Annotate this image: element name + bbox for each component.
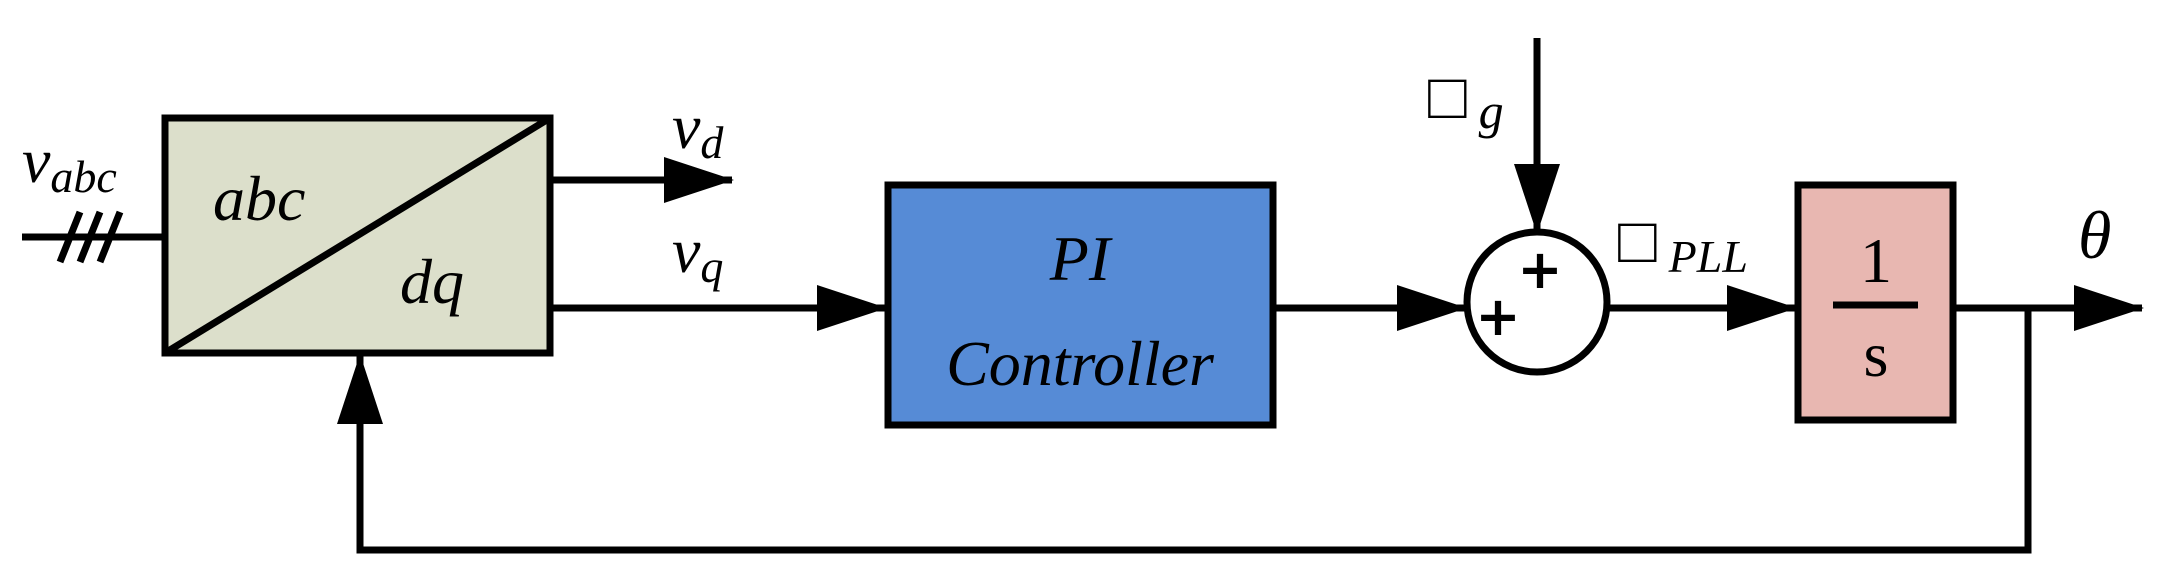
summer-sign-left: + <box>1475 285 1520 348</box>
pi-block-line1: PI <box>1049 223 1113 294</box>
pi-block-line2: Controller <box>946 328 1215 399</box>
integrator-denominator: s <box>1864 319 1889 390</box>
summer-sign-top: + <box>1517 238 1562 301</box>
feedback-path <box>337 308 2032 554</box>
omega-pll-label: □PLL <box>1618 205 1748 282</box>
summing-junction: + + <box>1463 228 1611 376</box>
input-label: vabc <box>22 125 117 202</box>
integrator-block: 1 s <box>1794 181 1957 424</box>
vq-label: vq <box>672 215 723 292</box>
transform-bottom-text: dq <box>400 246 464 317</box>
input-signal <box>22 210 165 264</box>
abc-dq-transform-block: abc dq <box>161 114 554 357</box>
omega-g-label: □g <box>1428 61 1504 139</box>
vd-label: vd <box>672 91 724 168</box>
transform-top-text: abc <box>213 163 305 234</box>
integrator-numerator: 1 <box>1860 225 1892 296</box>
pi-controller-block: PI Controller <box>884 181 1277 429</box>
theta-label: θ <box>2078 197 2111 273</box>
